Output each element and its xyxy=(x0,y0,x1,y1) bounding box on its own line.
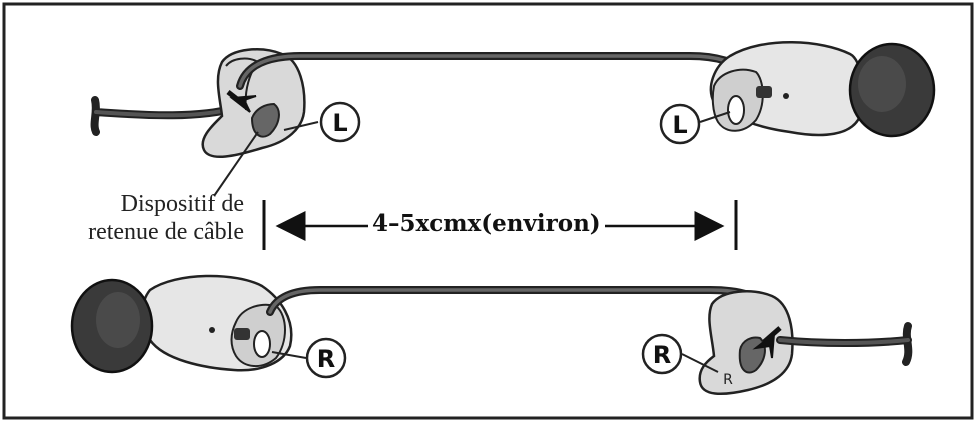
right-earphone-marker-letter: R xyxy=(317,345,335,373)
callout-leader-line xyxy=(213,131,259,197)
caption-line-2: retenue de câble xyxy=(88,219,244,245)
left-holder-marker-letter: L xyxy=(332,109,347,137)
left-earphone-assembly xyxy=(90,48,306,158)
left-earphone-marker-letter: L xyxy=(672,111,687,139)
measurement-label: 4–5xcmx(environ) xyxy=(368,210,605,237)
caption-line-1: Dispositif de xyxy=(120,191,244,217)
holder-side-letter: R xyxy=(723,372,733,388)
cable-retention-slot xyxy=(250,102,280,138)
cable-retainer-caption: Dispositif de retenue de câble xyxy=(30,190,244,246)
right-earphone xyxy=(70,274,293,374)
right-cable-holder: R xyxy=(698,290,794,396)
left-earphone-marker: L xyxy=(659,103,731,145)
right-earphone-marker: R xyxy=(271,337,347,379)
left-holder-marker: L xyxy=(283,101,361,143)
right-holder-marker-letter: R xyxy=(653,341,671,369)
left-earphone xyxy=(709,41,936,138)
right-holder-marker: R xyxy=(641,333,719,375)
